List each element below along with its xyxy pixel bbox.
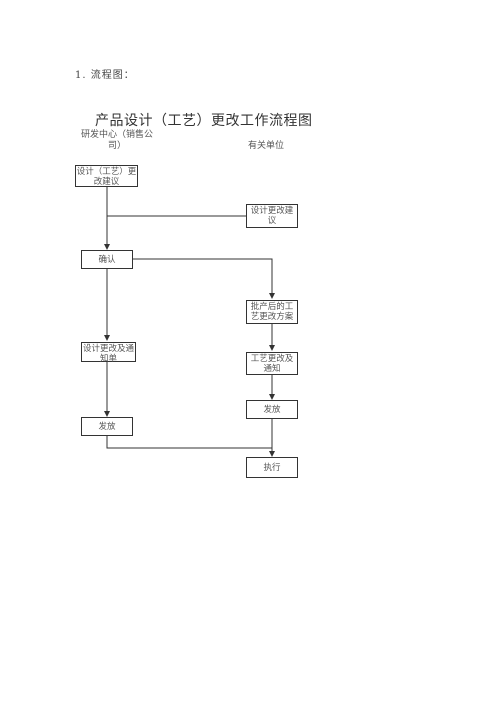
box-confirm: 确认 xyxy=(81,250,133,269)
box-issue-right: 发放 xyxy=(246,400,298,419)
box-design-process-change-proposal: 设计（工艺）更改建议 xyxy=(75,165,138,187)
section-label: 1. 流程图： xyxy=(75,70,135,81)
box-issue-left: 发放 xyxy=(81,417,133,436)
box-execute: 执行 xyxy=(246,457,298,478)
connector-issue-left-to-execute xyxy=(106,436,272,449)
box-process-change-notice: 工艺更改及通知 xyxy=(246,352,298,375)
box-design-change-notice: 设计更改及通知单 xyxy=(81,342,136,364)
box-unit-design-change-proposal: 设计更改建议 xyxy=(246,204,298,228)
box-approved-process-change-plan: 批产后的工艺更改方案 xyxy=(246,300,298,324)
column-header-rd-center: 研发中心（销售公司） xyxy=(80,130,153,151)
connector-confirm-to-approve xyxy=(133,258,275,299)
flowchart-title: 产品设计（工艺）更改工作流程图 xyxy=(95,113,313,129)
column-header-related-units: 有关单位 xyxy=(248,141,285,151)
